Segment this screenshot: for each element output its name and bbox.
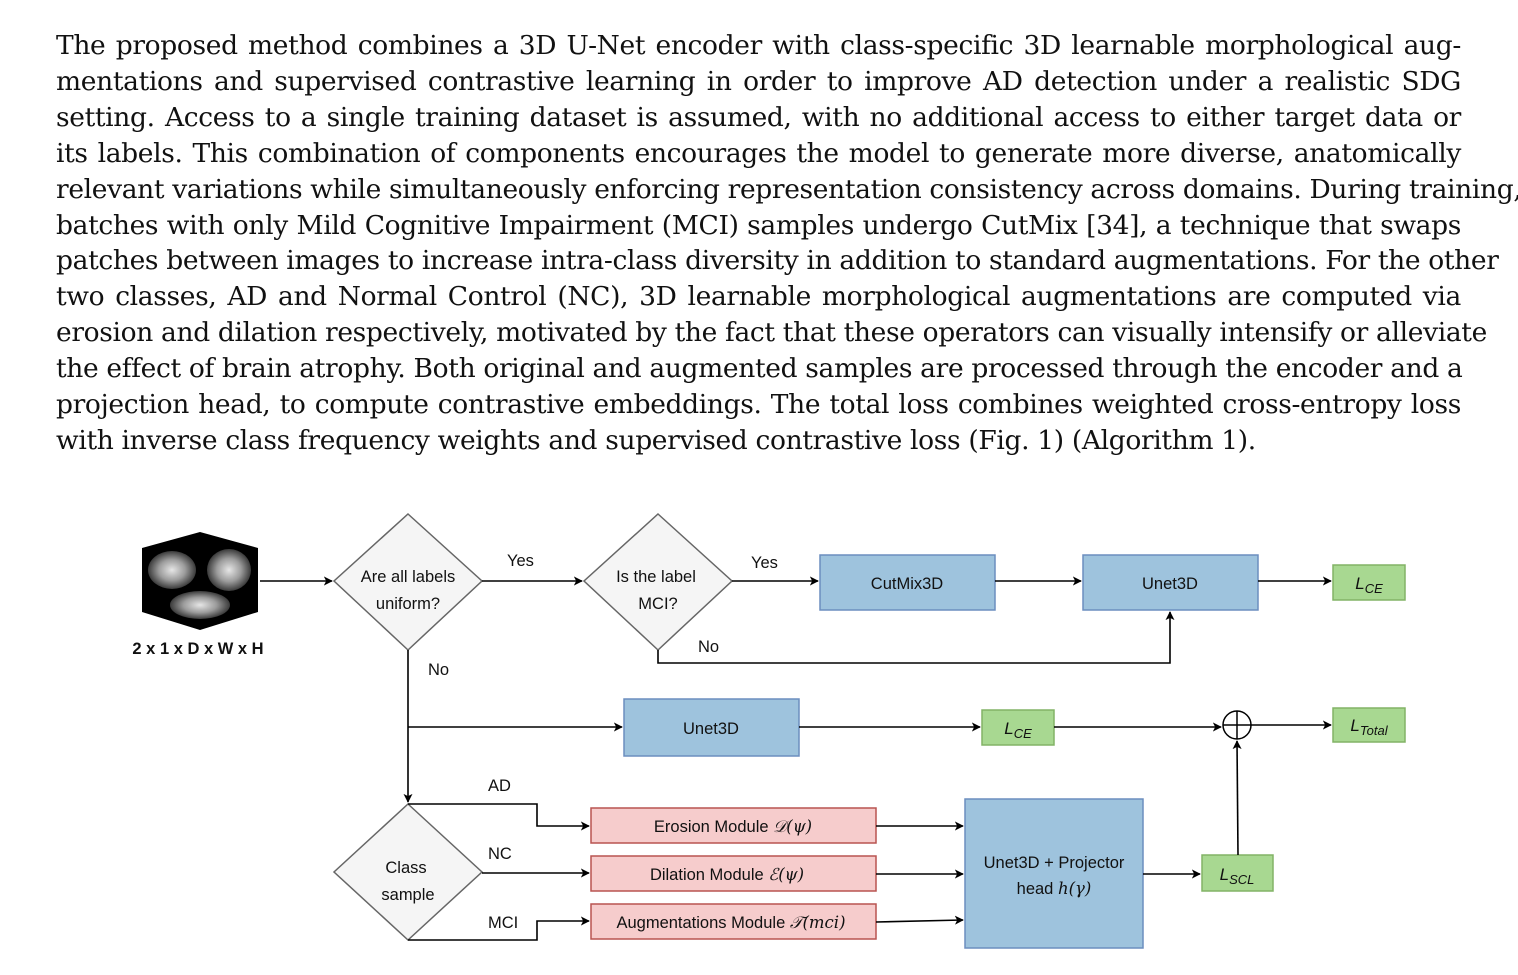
loss-ce-mid-box: LCE: [981, 709, 1055, 746]
paragraph-line: two classes, AD and Normal Control (NC),…: [56, 281, 1461, 313]
loss-ce-top-box: LCE: [1332, 564, 1406, 601]
arrow-augment-to-proj: [875, 915, 964, 925]
decision-class-line1: Class: [385, 859, 426, 877]
loss-total-box: LTotal: [1332, 707, 1406, 743]
decision-mci-line2: MCI?: [638, 595, 677, 613]
augmentations-module-label: Augmentations Module 𝒯(mci): [616, 913, 845, 932]
augmentations-module-box: Augmentations Module 𝒯(mci): [590, 903, 877, 940]
loss-scl-label: LSCL: [1220, 865, 1255, 887]
loss-ce-top-label: LCE: [1355, 574, 1383, 596]
loss-total-label: LTotal: [1350, 716, 1388, 738]
paragraph-line: mentations and supervised contrastive le…: [56, 65, 1461, 97]
arrow-mci-to-augment: [408, 916, 590, 941]
unet3d-mid-box: Unet3D: [623, 698, 800, 757]
decision-class-sample: Class sample: [332, 802, 484, 942]
decision-uniform-line1: Are all labels: [361, 568, 455, 586]
edge-label-no-uniform: No: [428, 661, 449, 679]
axial-slice: [170, 591, 230, 619]
paragraph-line: setting. Access to a single training dat…: [56, 101, 1461, 133]
coronal-slice: [207, 549, 251, 591]
edge-label-yes-1: Yes: [507, 552, 534, 570]
unet3d-mid-label: Unet3D: [683, 720, 739, 738]
unet3d-top-box: Unet3D: [1082, 554, 1259, 611]
decision-mci-line1: Is the label: [616, 568, 696, 586]
connectors: [260, 576, 1332, 941]
paragraph-line: projection head, to compute contrastive …: [56, 389, 1461, 421]
arrow-ad-to-erosion: [408, 803, 590, 831]
edge-label-nc: NC: [488, 845, 512, 863]
unet3d-top-label: Unet3D: [1142, 575, 1198, 593]
edge-label-ad: AD: [488, 777, 511, 795]
dilation-module-box: Dilation Module ℰ(ψ): [590, 855, 877, 892]
erosion-module-box: Erosion Module 𝒟(ψ): [590, 807, 877, 844]
paragraph-line: erosion and dilation respectively, motiv…: [56, 317, 1487, 349]
unet3d-projector-line1: Unet3D + Projector: [984, 854, 1125, 872]
edge-label-mci: MCI: [488, 914, 518, 932]
edge-label-no-mci: No: [698, 638, 719, 656]
paragraph-line: The proposed method combines a 3D U-Net …: [56, 30, 1461, 61]
decision-uniform-line2: uniform?: [376, 595, 440, 613]
method-paragraph: The proposed method combines a 3D U-Net …: [56, 28, 1518, 459]
cutmix3d-label: CutMix3D: [871, 575, 944, 593]
unet3d-projector-box: Unet3D + Projector head h(γ): [964, 798, 1144, 949]
sum-node: [1222, 710, 1252, 740]
unet3d-projector-line2: head h(γ): [1017, 879, 1092, 898]
decision-uniform: Are all labels uniform?: [332, 512, 484, 652]
erosion-module-label: Erosion Module 𝒟(ψ): [654, 817, 812, 836]
input-dimensions-label: 2 x 1 x D x W x H: [132, 640, 263, 658]
dilation-module-label: Dilation Module ℰ(ψ): [650, 865, 804, 884]
paragraph-line: patches between images to increase intra…: [56, 245, 1499, 277]
loss-scl-box: LSCL: [1201, 854, 1274, 892]
decision-mci: Is the label MCI?: [582, 512, 734, 652]
paragraph-line: relevant variations while simultaneously…: [56, 173, 1518, 205]
mri-cube-image: [142, 532, 258, 630]
loss-ce-mid-label: LCE: [1004, 719, 1032, 741]
paragraph-line: batches with only Mild Cognitive Impairm…: [56, 209, 1461, 241]
cutmix3d-box: CutMix3D: [819, 554, 996, 611]
paragraph-line: with inverse class frequency weights and…: [56, 424, 1256, 456]
paragraph-line: its labels. This combination of componen…: [56, 137, 1461, 169]
paragraph-line: the effect of brain atrophy. Both origin…: [56, 353, 1463, 385]
edge-label-yes-2: Yes: [751, 554, 778, 572]
arrow-mci-no: [657, 611, 1175, 664]
sagittal-slice: [148, 551, 196, 589]
arrow-lscl-to-sum: [1232, 740, 1242, 856]
decision-class-line2: sample: [381, 886, 434, 904]
